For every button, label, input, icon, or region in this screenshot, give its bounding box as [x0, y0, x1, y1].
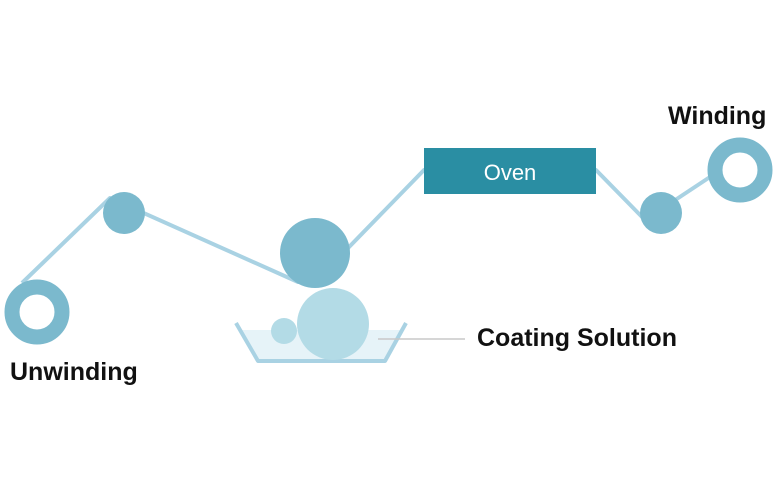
pressure-roller — [280, 218, 350, 288]
guide-roller-right — [640, 192, 682, 234]
coating-roller-small — [271, 318, 297, 344]
coating-tray — [234, 321, 408, 363]
oven-label: Oven — [484, 160, 537, 185]
coating-solution-label: Coating Solution — [477, 324, 677, 352]
oven-box — [424, 148, 596, 194]
coating-roller-large — [297, 288, 369, 360]
guide-roller-left — [103, 192, 145, 234]
unwinding-reel — [4, 279, 70, 345]
winding-reel — [707, 137, 773, 203]
unwinding-label: Unwinding — [10, 358, 138, 386]
winding-label: Winding — [668, 102, 766, 130]
